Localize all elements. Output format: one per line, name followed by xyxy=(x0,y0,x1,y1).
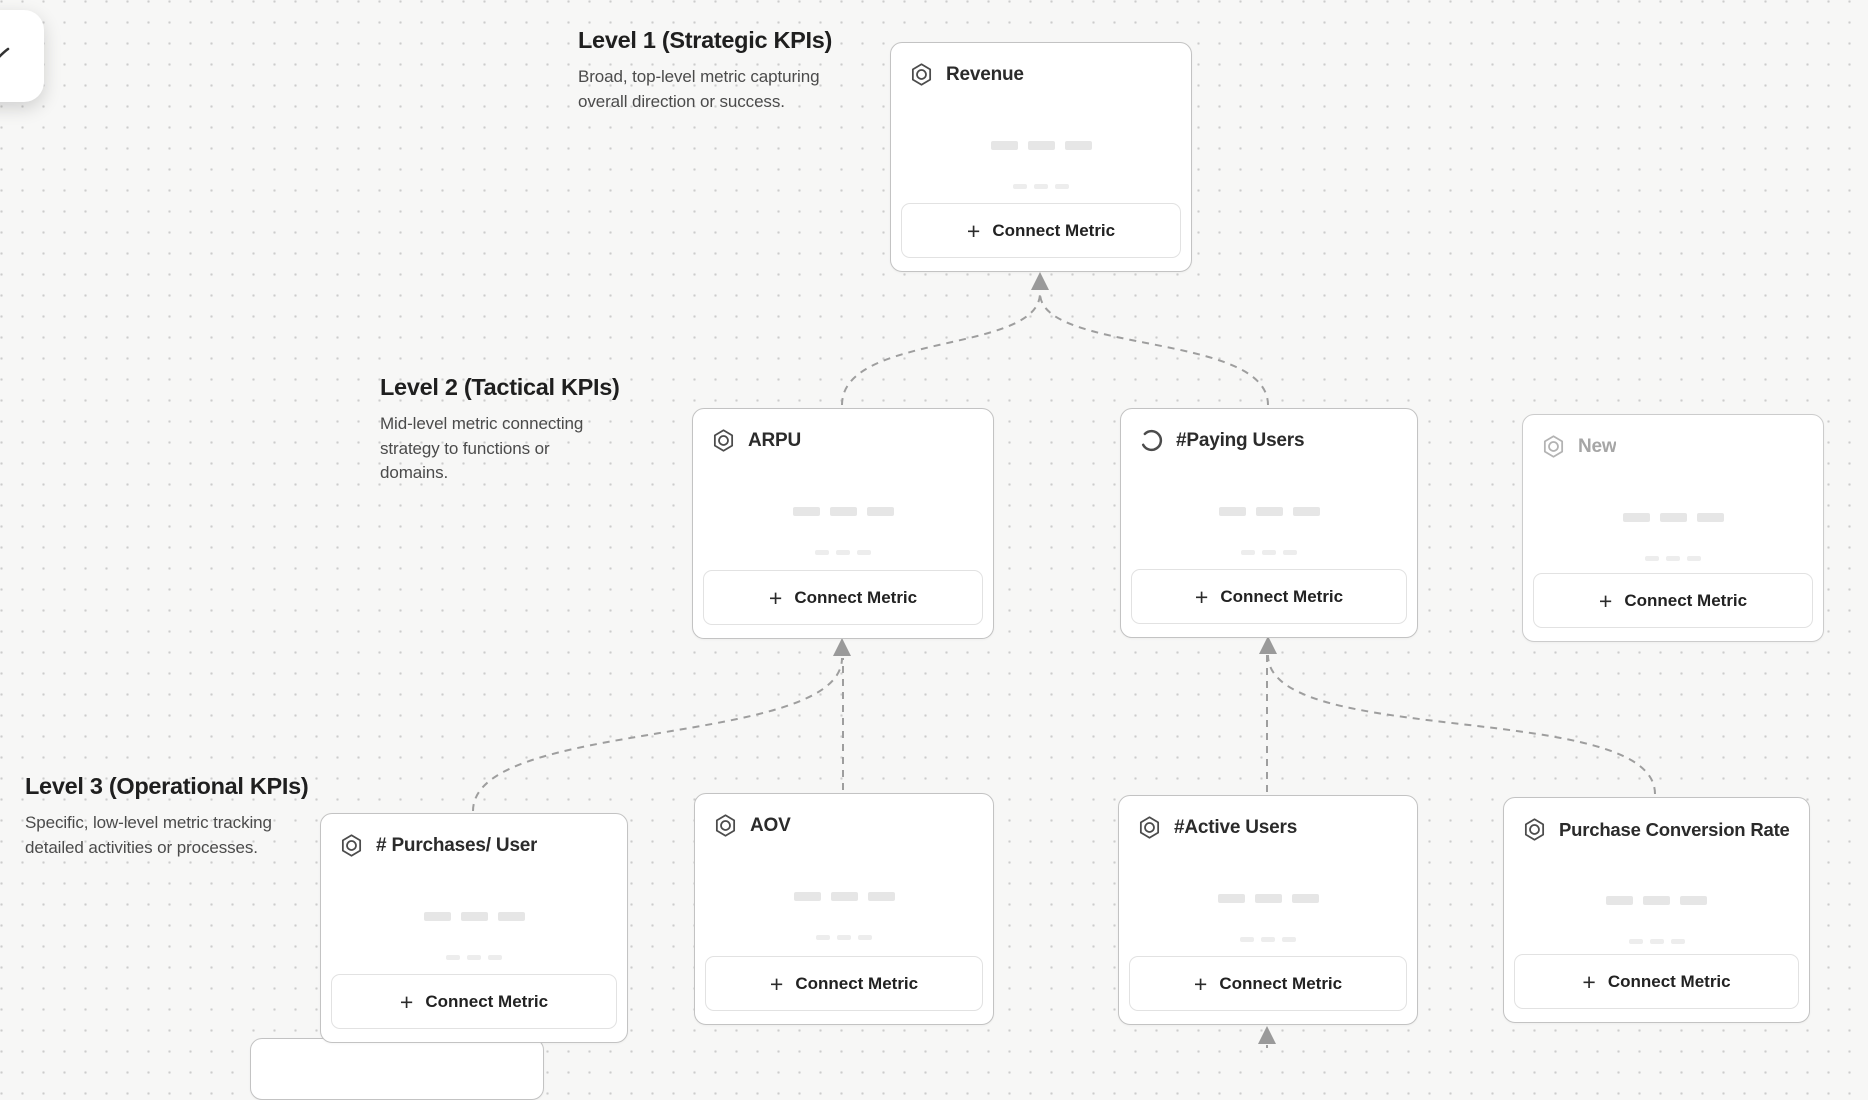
cursor-icon xyxy=(0,47,10,58)
card-header: New xyxy=(1523,415,1823,459)
arrowhead-into-arpu xyxy=(833,638,851,656)
metric-placeholder xyxy=(891,184,1191,189)
connect-metric-label: Connect Metric xyxy=(992,220,1116,240)
metric-placeholder xyxy=(1523,513,1823,522)
kpi-card-purchases-per-user[interactable]: # Purchases/ User + Connect Metric xyxy=(320,813,628,1043)
kpi-card-aov[interactable]: AOV + Connect Metric xyxy=(694,793,994,1025)
card-title: New xyxy=(1578,435,1617,457)
card-title: # Purchases/ User xyxy=(376,834,538,856)
metric-placeholder xyxy=(1119,937,1417,942)
kpi-card-arpu[interactable]: ARPU + Connect Metric xyxy=(692,408,994,639)
card-header: AOV xyxy=(695,794,993,838)
connect-metric-label: Connect Metric xyxy=(1219,973,1343,993)
connect-metric-label: Connect Metric xyxy=(795,973,919,993)
arrowhead-into-paying-users xyxy=(1259,636,1277,654)
hexagon-icon xyxy=(1137,815,1162,840)
connect-metric-label: Connect Metric xyxy=(1624,590,1748,610)
card-header: Revenue xyxy=(891,43,1191,87)
connect-metric-button[interactable]: + Connect Metric xyxy=(1533,573,1813,628)
connect-metric-button[interactable]: + Connect Metric xyxy=(1514,954,1799,1009)
metric-placeholder xyxy=(1504,896,1809,905)
kpi-card-partial-offscreen[interactable] xyxy=(250,1038,544,1100)
hexagon-icon xyxy=(1541,434,1566,459)
metric-placeholder xyxy=(1119,894,1417,903)
level-3-heading: Level 3 (Operational KPIs) xyxy=(25,773,309,799)
canvas-tool-button[interactable] xyxy=(0,10,44,102)
metric-placeholder xyxy=(321,955,627,960)
level-2-heading: Level 2 (Tactical KPIs) xyxy=(380,374,620,400)
hexagon-icon xyxy=(909,62,934,87)
card-title: Purchase Conversion Rate xyxy=(1559,818,1790,840)
spinner-icon xyxy=(1139,428,1164,453)
kpi-card-paying-users[interactable]: #Paying Users + Connect Metric xyxy=(1120,408,1418,638)
level-2-description: Mid-level metric connecting strategy to … xyxy=(380,414,584,483)
connect-metric-button[interactable]: + Connect Metric xyxy=(1131,569,1407,624)
kpi-card-new[interactable]: New + Connect Metric xyxy=(1522,414,1824,642)
connector-pcr-to-paying-users xyxy=(1267,654,1656,795)
connect-metric-button[interactable]: + Connect Metric xyxy=(1129,956,1407,1011)
hexagon-icon xyxy=(1522,817,1547,842)
level-1-description: Broad, top-level metric capturing overal… xyxy=(578,67,820,111)
connect-metric-button[interactable]: + Connect Metric xyxy=(705,956,983,1011)
arrowhead-into-revenue xyxy=(1031,272,1049,290)
metric-placeholder xyxy=(321,912,627,921)
card-title: #Active Users xyxy=(1174,816,1298,838)
connect-metric-label: Connect Metric xyxy=(1607,971,1731,991)
metric-placeholder xyxy=(695,935,993,940)
card-title: #Paying Users xyxy=(1176,429,1305,451)
connect-metric-label: Connect Metric xyxy=(794,587,918,607)
level-3-description: Specific, low-level metric tracking deta… xyxy=(25,813,272,857)
hexagon-icon xyxy=(339,833,364,858)
metric-placeholder xyxy=(1121,507,1417,516)
level-2-label: Level 2 (Tactical KPIs) Mid-level metric… xyxy=(380,374,622,486)
card-header: ARPU xyxy=(693,409,993,453)
kpi-card-revenue[interactable]: Revenue + Connect Metric xyxy=(890,42,1192,272)
arrowhead-into-active-users xyxy=(1258,1026,1276,1044)
metric-placeholder xyxy=(693,550,993,555)
kpi-card-active-users[interactable]: #Active Users + Connect Metric xyxy=(1118,795,1418,1025)
card-header: #Active Users xyxy=(1119,796,1417,840)
card-header: #Paying Users xyxy=(1121,409,1417,453)
connect-metric-button[interactable]: + Connect Metric xyxy=(703,570,983,625)
connect-metric-button[interactable]: + Connect Metric xyxy=(901,203,1181,258)
card-header: Purchase Conversion Rate xyxy=(1504,798,1809,842)
level-1-heading: Level 1 (Strategic KPIs) xyxy=(578,27,833,53)
card-title: Revenue xyxy=(946,63,1024,85)
connector-paying-users-to-revenue xyxy=(1039,292,1269,406)
metric-placeholder xyxy=(1523,556,1823,561)
hexagon-icon xyxy=(711,428,736,453)
hexagon-icon xyxy=(713,813,738,838)
metric-placeholder xyxy=(693,507,993,516)
card-title: AOV xyxy=(750,814,791,836)
kpi-card-purchase-conversion-rate[interactable]: Purchase Conversion Rate + Connect Metri… xyxy=(1503,797,1810,1023)
metric-placeholder xyxy=(891,141,1191,150)
level-1-label: Level 1 (Strategic KPIs) Broad, top-leve… xyxy=(578,27,840,114)
connector-arpu-to-revenue xyxy=(841,292,1041,406)
connect-metric-label: Connect Metric xyxy=(1220,586,1344,606)
connect-metric-button[interactable]: + Connect Metric xyxy=(331,974,617,1029)
card-header: # Purchases/ User xyxy=(321,814,627,858)
level-3-label: Level 3 (Operational KPIs) Specific, low… xyxy=(25,773,309,860)
metric-placeholder xyxy=(695,892,993,901)
metric-placeholder xyxy=(1121,550,1417,555)
connect-metric-label: Connect Metric xyxy=(425,991,549,1011)
connector-purchases-to-arpu xyxy=(472,657,843,812)
card-title: ARPU xyxy=(748,429,802,451)
metric-placeholder xyxy=(1504,939,1809,944)
